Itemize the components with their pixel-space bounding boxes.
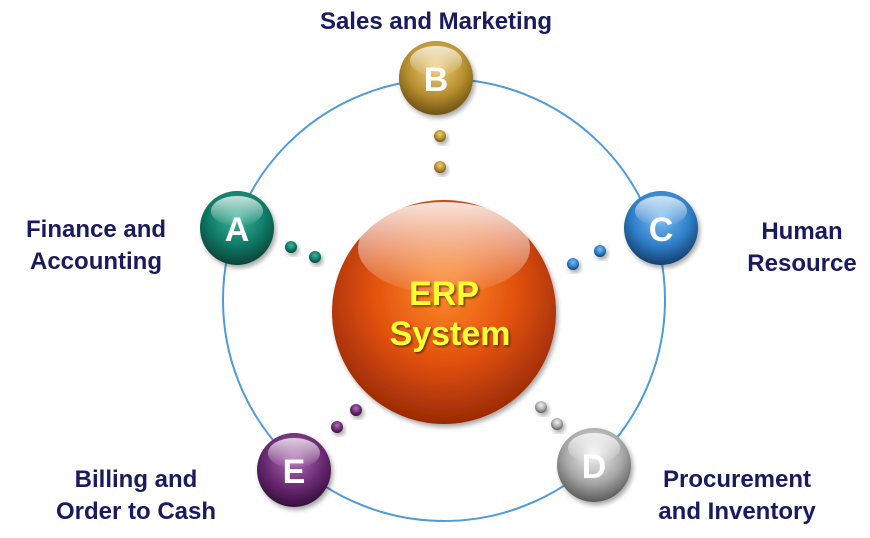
center-gloss (358, 202, 530, 294)
connector-dots-D (535, 401, 563, 430)
center-title-line1: ERP (409, 275, 479, 313)
label-line: Procurement (662, 466, 812, 493)
connector-dot (350, 404, 362, 416)
label-line: Resource (747, 250, 857, 277)
label-billing-and-order-to-cash: Billing and Order to Cash (40, 464, 232, 528)
module-letter-C: C (649, 211, 674, 249)
connector-dot (594, 245, 606, 257)
erp-system-sphere: ERP System (332, 200, 556, 424)
module-node-B: B (399, 41, 473, 115)
label-sales-and-marketing: Sales and Marketing (300, 6, 572, 38)
connector-dot (285, 241, 297, 253)
module-letter-A: A (225, 211, 250, 249)
connector-dot (434, 130, 446, 142)
connector-dot (434, 161, 446, 173)
label-line: Human (761, 218, 843, 245)
center-title-line2: System (390, 315, 511, 353)
label-finance-and-accounting: Finance and Accounting (10, 214, 182, 278)
module-letter-B: B (424, 61, 449, 99)
label-human-resource: Human Resource (736, 216, 868, 280)
module-letter-D: D (582, 448, 607, 486)
module-letter-E: E (283, 453, 306, 491)
label-procurement-and-inventory: Procurement and Inventory (642, 464, 832, 528)
label-line: and Inventory (658, 498, 816, 525)
module-node-E: E (257, 433, 331, 507)
module-node-A: A (200, 191, 274, 265)
connector-dot (331, 421, 343, 433)
connector-dot (567, 258, 579, 270)
label-line: Accounting (30, 248, 162, 275)
label-line: Billing and (74, 466, 198, 493)
module-node-D: D (557, 428, 631, 502)
connector-dots-A (285, 241, 321, 263)
connector-dots-B (434, 130, 446, 173)
connector-dots-C (567, 245, 606, 270)
label-line: Sales and Marketing (319, 8, 553, 35)
connector-dot (309, 251, 321, 263)
label-line: Finance and (25, 216, 167, 243)
connector-dot (535, 401, 547, 413)
module-node-C: C (624, 191, 698, 265)
connector-dot (551, 418, 563, 430)
label-line: Order to Cash (55, 498, 217, 525)
connector-dots-E (331, 404, 362, 433)
